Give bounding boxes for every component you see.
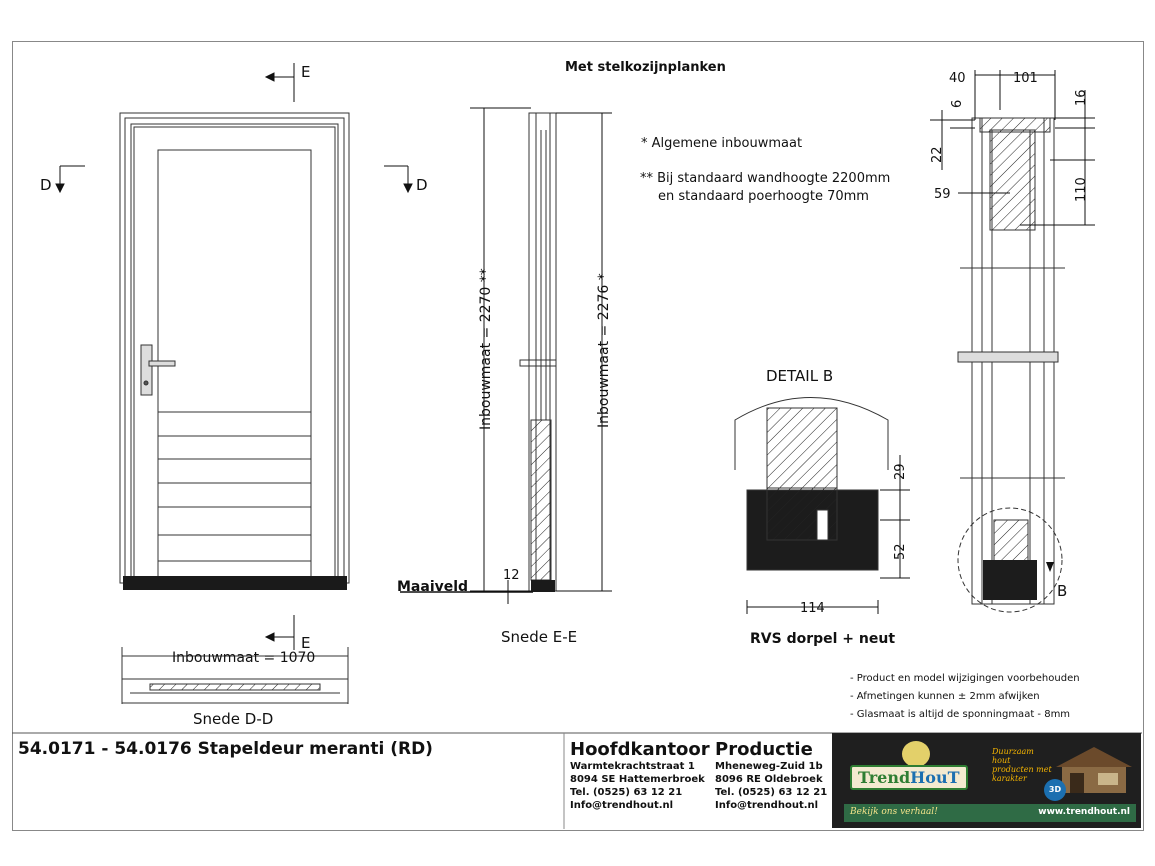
dim-29 xyxy=(880,455,910,579)
jamb-threshold xyxy=(983,560,1037,600)
section-e-label-top: E xyxy=(301,63,310,81)
production-address: Productie Mheneweg-Zuid 1b 8096 RE Oldeb… xyxy=(715,739,827,812)
dim-114 xyxy=(746,600,879,614)
production-line-1: Mheneweg-Zuid 1b xyxy=(715,761,823,772)
section-marker-e-bottom xyxy=(264,615,295,650)
office-line-3: Tel. (0525) 63 12 21 xyxy=(570,787,683,798)
b-marker-label: B xyxy=(1057,582,1067,600)
drawing-title: 54.0171 - 54.0176 Stapeldeur meranti (RD… xyxy=(18,739,433,759)
dim-22-label: 22 xyxy=(930,146,945,163)
office-line-2: 8094 SE Hattemerbroek xyxy=(570,774,705,785)
dim-101-label: 101 xyxy=(1013,71,1038,86)
section-marker-d-right xyxy=(384,165,413,194)
remark-1: - Product en model wijzigingen voorbehou… xyxy=(850,673,1080,684)
logo-footer-bar: Bekijk ons verhaal! www.trendhout.nl xyxy=(844,804,1136,822)
dim-6-label: 6 xyxy=(950,100,965,108)
detail-b-drawing xyxy=(734,397,889,571)
logo-url[interactable]: www.trendhout.nl xyxy=(1038,807,1130,817)
snede-ee-label: Snede E-E xyxy=(501,628,577,646)
snede-dd-label: Snede D-D xyxy=(193,710,273,728)
office-heading: Hoofdkantoor xyxy=(570,739,710,760)
brand-wordmark: TrendHouT xyxy=(850,765,968,790)
dim-29-label: 29 xyxy=(893,463,908,480)
dim-59-label: 59 xyxy=(934,187,951,202)
office-email[interactable]: Info@trendhout.nl xyxy=(570,800,674,811)
dim-2276 xyxy=(556,112,612,592)
dim-2270-label: Inbouwmaat = 2270 ** xyxy=(478,268,494,430)
remark-3: - Glasmaat is altijd de sponningmaat - 8… xyxy=(850,709,1071,720)
jamb-dimensions xyxy=(930,70,1095,226)
section-e-label-bottom: E xyxy=(301,634,310,652)
note-star2b: en standaard poerhoogte 70mm xyxy=(658,189,869,204)
sheet-heading: Met stelkozijnplanken xyxy=(565,60,726,75)
note-star1: * Algemene inbouwmaat xyxy=(641,136,802,151)
section-d-label-left: D xyxy=(40,176,52,194)
threshold-black xyxy=(123,576,347,590)
dim-114-label: 114 xyxy=(800,601,825,616)
office-address: Hoofdkantoor Warmtekrachtstraat 1 8094 S… xyxy=(570,739,710,812)
section-d-label-right: D xyxy=(416,176,428,194)
logo-tagline: Duurzaam hout producten met karakter xyxy=(992,747,1052,783)
dim-40-label: 40 xyxy=(949,71,966,86)
section-marker-e-top xyxy=(264,63,295,102)
production-line-2: 8096 RE Oldebroek xyxy=(715,774,823,785)
dim-1070-label: Inbouwmaat = 1070 xyxy=(172,650,315,666)
dim-52-label: 52 xyxy=(893,543,908,560)
dim-2270 xyxy=(470,107,531,592)
remarks: - Product en model wijzigingen voorbehou… xyxy=(850,670,1080,724)
office-line-1: Warmtekrachtstraat 1 xyxy=(570,761,695,772)
remark-2: - Afmetingen kunnen ± 2mm afwijken xyxy=(850,691,1040,702)
badge-3d: 3D xyxy=(1044,779,1066,801)
garden-house-icon xyxy=(1056,747,1132,793)
trendhout-logo[interactable]: TrendHouT Duurzaam hout producten met ka… xyxy=(832,733,1141,828)
rvs-label: RVS dorpel + neut xyxy=(750,631,895,647)
section-dd xyxy=(121,647,349,704)
dim-12-label: 12 xyxy=(503,568,520,583)
note-star2a: ** Bij standaard wandhoogte 2200mm xyxy=(640,171,890,186)
logo-slogan: Bekijk ons verhaal! xyxy=(850,807,938,817)
brand-part-b: HouT xyxy=(910,768,960,787)
production-heading: Productie xyxy=(715,739,813,760)
door-elevation xyxy=(119,112,350,584)
production-email[interactable]: Info@trendhout.nl xyxy=(715,800,819,811)
dim-110-label: 110 xyxy=(1074,177,1089,202)
detail-b-title: DETAIL B xyxy=(766,367,833,385)
dim-2276-label: Inbouwmaat = 2276 * xyxy=(596,273,612,428)
section-ee xyxy=(519,112,557,592)
section-marker-d-left xyxy=(55,165,85,194)
ee-threshold xyxy=(531,580,555,592)
tree-icon xyxy=(902,741,930,767)
production-line-3: Tel. (0525) 63 12 21 xyxy=(715,787,828,798)
b-arrow xyxy=(1046,562,1054,572)
brand-part-a: Trend xyxy=(858,768,911,787)
dim-16-label: 16 xyxy=(1074,89,1089,106)
maaiveld-label: Maaiveld xyxy=(397,579,468,595)
jamb-section xyxy=(957,117,1065,613)
